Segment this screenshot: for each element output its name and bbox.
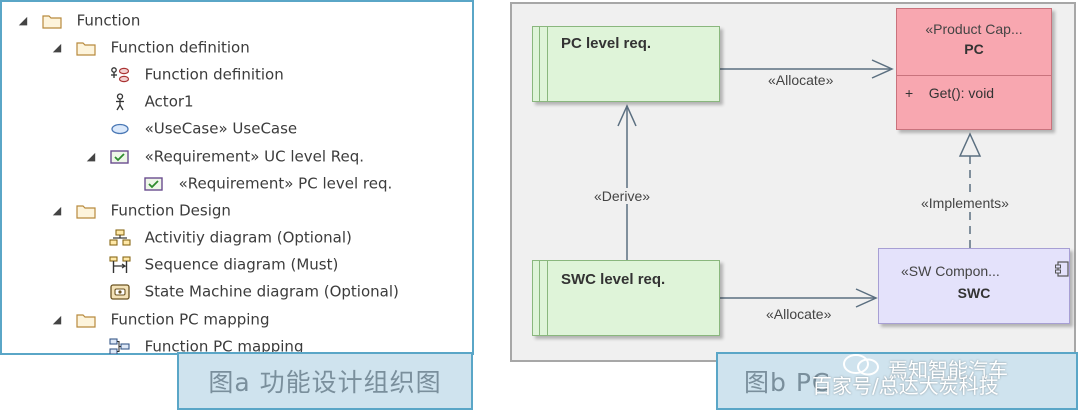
implements-label: «Implements» [921,195,1009,211]
collapse-arrow-icon[interactable]: ◢ [18,13,28,27]
usecase-diagram-icon [109,66,131,84]
tree-item-label: Activitiy diagram (Optional) [144,228,352,247]
tree-item-activity-diagram[interactable]: Activitiy diagram (Optional) [84,225,352,249]
usecase-icon [109,120,131,138]
tree-item-label: State Machine diagram (Optional) [144,282,399,301]
tree-item-pc-level-req[interactable]: «Requirement» PC level req. [118,171,392,195]
folder-icon [75,202,97,220]
requirement-icon [143,175,165,193]
swc-name: SWC [957,285,991,301]
tree-item-label: Actor1 [144,92,194,111]
tree-item-label: «Requirement» PC level req. [178,174,393,193]
project-browser-tree: ◢ Function ◢ Function definition Functio… [0,0,474,355]
collapse-arrow-icon[interactable]: ◢ [52,312,62,326]
tree-item-label: Function PC mapping [110,310,270,329]
sequence-diagram-icon [109,255,131,274]
tree-item-label: Function PC mapping [144,337,304,355]
tree-item-function-design-folder[interactable]: ◢ Function Design [50,198,231,222]
swc-stereotype: «SW Compon... [901,263,1000,279]
folder-icon [75,39,97,57]
compartment-divider [897,75,1051,76]
pc-class-element[interactable]: «Product Cap... PC + Get(): void [896,8,1052,130]
tree-item-label: Function Design [110,201,231,220]
tree-item-label: «UseCase» UseCase [144,119,298,138]
pc-name: PC [964,41,984,57]
allocate-top-label: «Allocate» [768,72,834,88]
tree-item-label: Function definition [110,38,250,57]
statemachine-diagram-icon [109,283,131,301]
pc-level-req-title: PC level req. [561,35,652,52]
collapse-arrow-icon[interactable]: ◢ [52,40,62,54]
mapping-diagram-icon [109,337,131,354]
wechat-logo-icon [842,352,882,383]
activity-diagram-icon [109,228,131,247]
pc-stereotype: «Product Cap... [925,21,1023,37]
collapse-arrow-icon[interactable]: ◢ [86,149,96,163]
pc-level-req-element[interactable]: PC level req. [532,26,720,102]
caption-figure-b: 图b PC [716,352,1078,410]
diagram-canvas: PC level req. SWC level req. «Product Ca… [510,2,1076,362]
watermark-line1: 焉知智能汽车 [888,358,1008,382]
tree-item-label: Sequence diagram (Must) [144,255,339,274]
caption-figure-a: 图a 功能设计组织图 [177,352,473,410]
derive-arrowhead [617,104,637,127]
tree-item-label: Function [76,11,141,30]
allocate-bottom-arrowhead [855,288,878,308]
tree-item-function-pc-mapping-folder[interactable]: ◢ Function PC mapping [50,307,270,331]
tree-item-label: «Requirement» UC level Req. [144,147,365,166]
folder-icon [75,311,97,329]
derive-label: «Derive» [594,188,651,204]
tree-item-state-machine-diagram[interactable]: State Machine diagram (Optional) [84,279,399,303]
tree-item-function-definition-folder[interactable]: ◢ Function definition [50,35,250,59]
tree-item-label: Function definition [144,65,284,84]
tree-item-function-pc-mapping-diagram[interactable]: Function PC mapping [84,334,303,354]
folder-icon [41,12,63,30]
actor-icon [109,92,131,111]
tree-item-function-definition-diagram[interactable]: Function definition [84,62,284,86]
allocate-top-arrowhead [871,59,894,79]
tree-item-uc-level-req[interactable]: ◢ «Requirement» UC level Req. [84,144,364,168]
tree-item-sequence-diagram[interactable]: Sequence diagram (Must) [84,252,338,276]
swc-level-req-title: SWC level req. [561,271,666,288]
swc-level-req-element[interactable]: SWC level req. [532,260,720,336]
allocate-bottom-label: «Allocate» [766,306,832,322]
requirement-icon [109,148,131,166]
pc-operation[interactable]: + Get(): void [905,85,995,101]
collapse-arrow-icon[interactable]: ◢ [52,203,62,217]
implements-arrowhead [958,132,982,157]
tree-item-usecase[interactable]: «UseCase» UseCase [84,116,297,140]
tree-item-actor1[interactable]: Actor1 [84,89,194,113]
connector-layer [617,59,982,308]
watermark-line2: 百家号/总达大炭科技 [812,374,999,398]
tree-item-function-folder[interactable]: ◢ Function [16,8,141,32]
swc-component-element[interactable]: «SW Compon... SWC [878,248,1070,324]
